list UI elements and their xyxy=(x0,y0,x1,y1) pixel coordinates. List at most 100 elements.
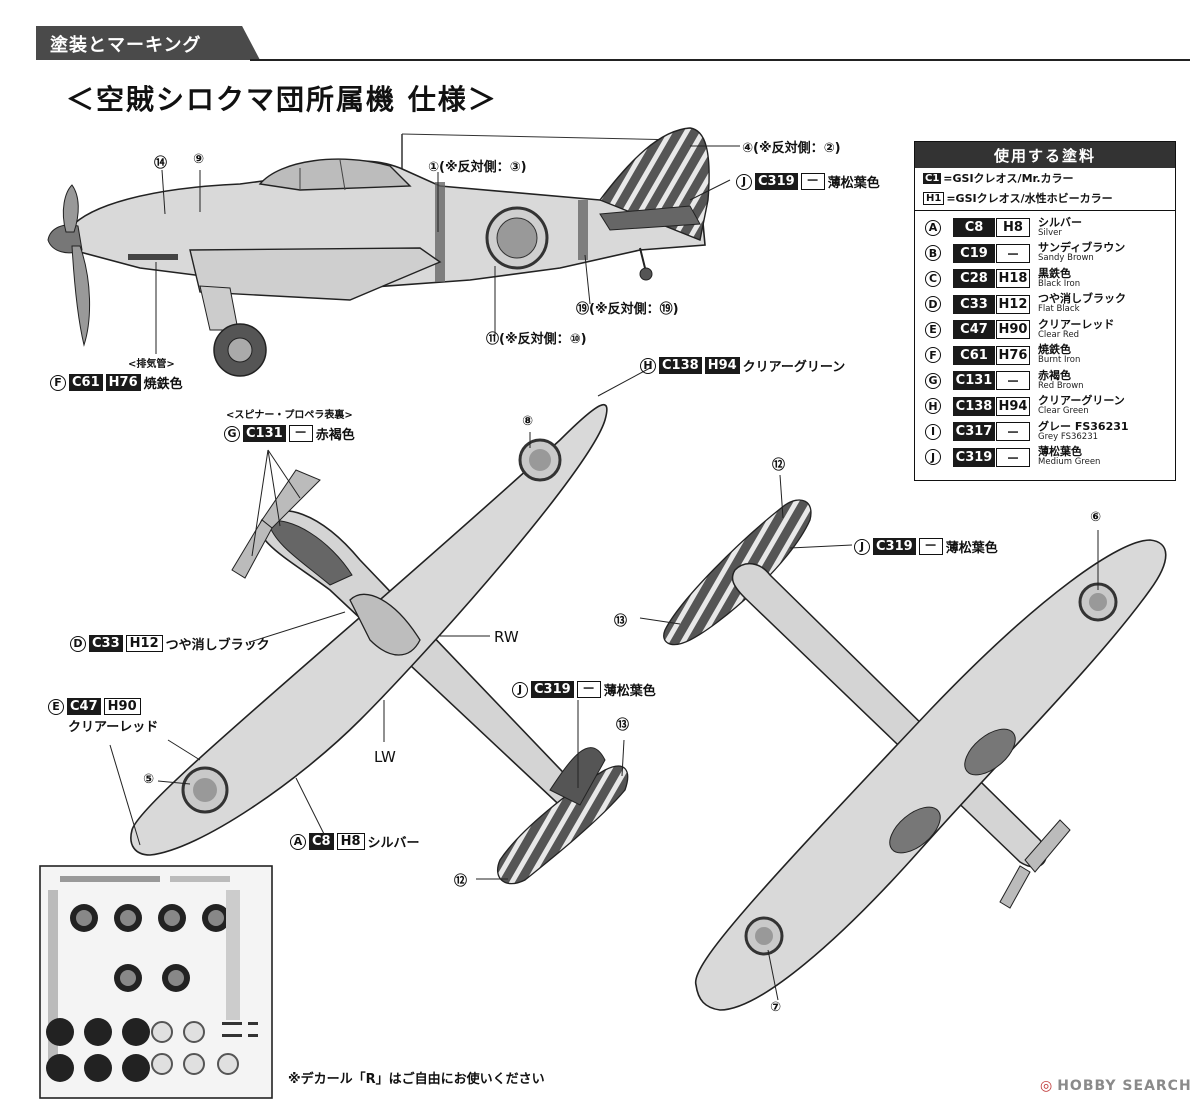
hobby-search-logo-icon: ◎ xyxy=(1040,1078,1054,1094)
top-view-aircraft xyxy=(109,367,651,885)
callout-top-a: A C8 H8 シルバー xyxy=(290,832,420,851)
side-view-aircraft xyxy=(47,127,740,377)
paint-name-en: Burnt Iron xyxy=(1038,355,1081,366)
paint-name-jp: 薄松葉色 xyxy=(1038,445,1082,459)
paint-name-jp: 黒鉄色 xyxy=(1038,266,1071,280)
paint-name-jp: 赤褐色 xyxy=(1038,368,1071,382)
callout-14: ⑭ xyxy=(154,156,168,171)
callout-5: ⑤ xyxy=(143,772,155,787)
spec-title: ＜空賊シロクマ団所属機 仕様＞ xyxy=(66,83,498,116)
aqueous-color-code: H94 xyxy=(996,396,1030,416)
watermark: ◎ HOBBY SEARCH xyxy=(1040,1078,1192,1094)
aqueous-color-code: H18 xyxy=(996,269,1030,289)
paint-letter: H xyxy=(925,398,941,415)
decal-sheet xyxy=(39,865,273,1099)
paint-name-en: Silver xyxy=(1038,227,1062,238)
callout-6: ⑥ xyxy=(1090,510,1102,525)
spinner-label: <スピナー・プロペラ表裏> xyxy=(226,410,353,421)
callout-top-e: E C47 H90 xyxy=(48,698,141,715)
section-title: 塗装とマーキング xyxy=(50,35,202,56)
aqueous-color-code: － xyxy=(996,422,1030,442)
decal-note: ※デカール「R」はご自由にお使いください xyxy=(288,1072,545,1087)
mr-color-code: C131 xyxy=(953,371,995,391)
aqueous-color-code: － xyxy=(996,447,1030,467)
aqueous-color-code: － xyxy=(996,243,1030,263)
paint-name-en: Grey FS36231 xyxy=(1038,431,1099,442)
callout-11: ⑪(※反対側：⑩) xyxy=(486,332,587,347)
paint-letter: E xyxy=(925,321,941,338)
mr-color-code: C33 xyxy=(953,294,995,314)
mr-color-code: C319 xyxy=(953,447,995,467)
paint-name-en: Clear Red xyxy=(1038,329,1080,340)
paint-name-jp: サンディブラウン xyxy=(1038,241,1126,255)
callout-side-f: F C61 H76 焼鉄色 xyxy=(50,373,183,392)
callout-top-d: D C33 H12 つや消しブラック xyxy=(70,634,270,653)
paint-name-en: Medium Green xyxy=(1038,457,1101,468)
mr-color-code: C61 xyxy=(953,345,995,365)
aqueous-color-code: － xyxy=(996,371,1030,391)
header-rule xyxy=(250,59,1190,61)
paint-name-jp: シルバー xyxy=(1038,215,1082,229)
aqueous-color-code: H8 xyxy=(996,218,1030,238)
callout-13-top: ⑬ xyxy=(616,718,630,733)
callout-8: ⑧ xyxy=(522,414,534,429)
aqueous-color-code: H12 xyxy=(996,294,1030,314)
mr-color-code: C8 xyxy=(953,218,995,238)
callout-12-bottom: ⑫ xyxy=(772,458,786,473)
paint-letter: A xyxy=(925,219,941,236)
paint-name-jp: クリアーグリーン xyxy=(1038,394,1125,408)
callout-bot-j: J C319 － 薄松葉色 xyxy=(854,537,998,556)
mr-color-code: C317 xyxy=(953,422,995,442)
callout-top-h: H C138 H94 クリアーグリーン xyxy=(640,356,845,375)
note-aqueous-color: H1 =GSIクレオス/水性ホビーカラー xyxy=(915,188,1175,208)
callout-top-j: J C319 － 薄松葉色 xyxy=(512,680,656,699)
callout-4: ④(※反対側：②) xyxy=(742,141,841,156)
paint-name-jp: 焼鉄色 xyxy=(1038,343,1071,357)
callout-1: ①(※反対側：③) xyxy=(428,160,527,175)
paint-table-divider xyxy=(915,210,1175,211)
paint-table: 使用する塗料 C1 =GSIクレオス/Mr.カラー H1 =GSIクレオス/水性… xyxy=(914,141,1176,481)
paint-letter: C xyxy=(925,270,941,287)
mr-color-code: C19 xyxy=(953,243,995,263)
mr-color-code: C47 xyxy=(953,320,995,340)
note-mr-color: C1 =GSIクレオス/Mr.カラー xyxy=(923,172,1074,185)
paint-letter: I xyxy=(925,423,941,440)
callout-13-bottom: ⑬ xyxy=(614,614,628,629)
paint-name-jp: つや消しブラック xyxy=(1038,292,1126,306)
callout-side-j: J C319 － 薄松葉色 xyxy=(736,172,880,191)
callout-7: ⑦ xyxy=(770,1000,782,1015)
mr-color-code: C28 xyxy=(953,269,995,289)
callout-top-e-name: クリアーレッド xyxy=(68,720,159,735)
callout-9: ⑨ xyxy=(193,152,205,167)
paint-name-jp: クリアーレッド xyxy=(1038,317,1115,331)
mr-color-code: C138 xyxy=(953,396,995,416)
paint-letter: F xyxy=(925,347,941,364)
paint-name-en: Black Iron xyxy=(1038,278,1081,289)
paint-table-title: 使用する塗料 xyxy=(915,142,1175,168)
aqueous-color-code: H76 xyxy=(996,345,1030,365)
paint-letter: D xyxy=(925,296,941,313)
paint-letter: G xyxy=(925,372,941,389)
